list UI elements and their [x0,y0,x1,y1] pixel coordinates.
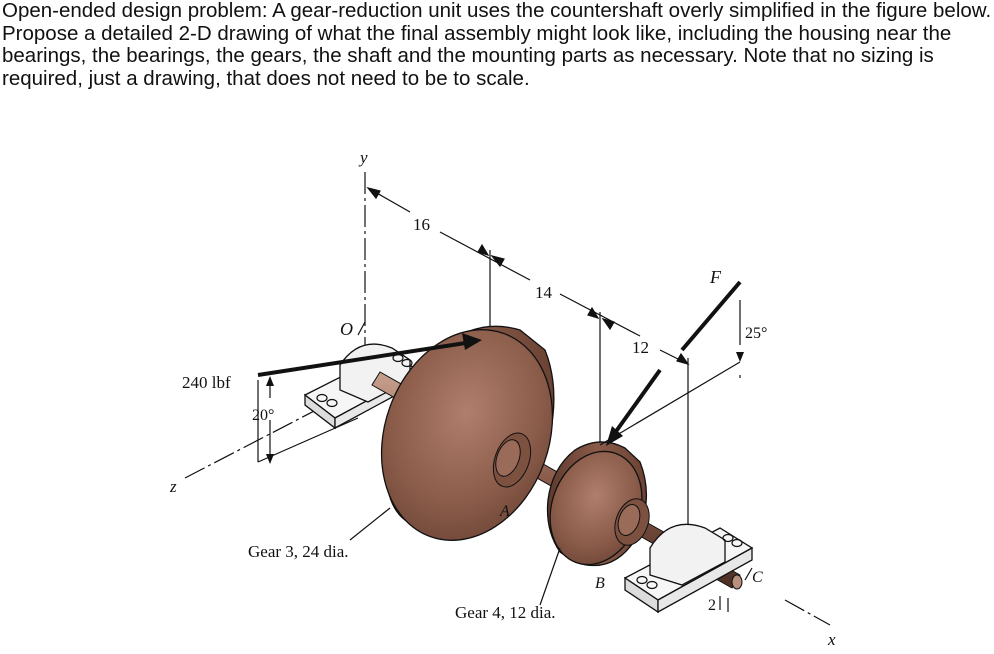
axis-y-label: y [358,148,368,167]
point-c: C [752,569,763,586]
axis-x-label: x [827,630,836,649]
gear-3 [380,325,555,541]
force-240-arrow [257,333,482,464]
gear-4 [546,441,650,567]
dim-12: 12 [632,338,649,357]
countershaft-figure: y z x 16 14 12 O [169,148,836,649]
point-o: O [340,319,353,339]
dimension-line [366,186,690,525]
point-a: A [499,503,510,520]
axis-z-label: z [169,477,177,496]
point-b: B [595,575,605,592]
force-240-label: 240 lbf [182,373,231,392]
problem-statement: Open-ended design problem: A gear-reduct… [2,0,992,90]
force-f-label: F [709,267,722,287]
force-f-arrow [599,280,744,446]
angle-20-label: 20° [252,407,274,424]
gear-4-label: Gear 4, 12 dia. [455,603,556,622]
dim-16: 16 [413,215,430,234]
gear-3-label: Gear 3, 24 dia. [248,542,349,561]
angle-25-label: 25° [745,325,767,342]
dim-14: 14 [535,283,553,302]
dim-2: 2 [708,597,716,614]
bearing-right [623,523,754,614]
